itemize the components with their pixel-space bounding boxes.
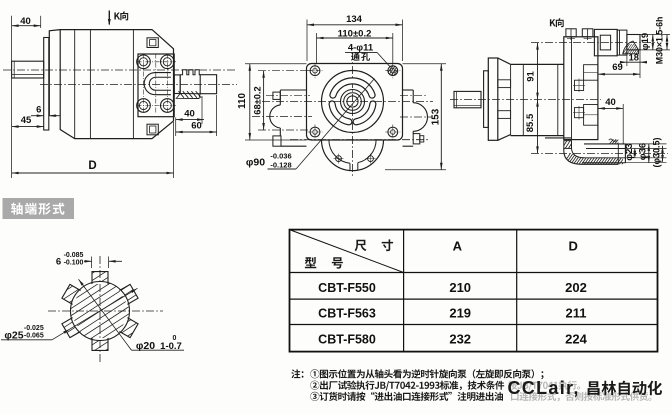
svg-text:6: 6 bbox=[56, 257, 61, 268]
svg-text:A: A bbox=[453, 239, 463, 254]
svg-text:68±0.2: 68±0.2 bbox=[252, 86, 262, 114]
svg-text:6: 6 bbox=[36, 105, 41, 116]
svg-text:CCLair,: CCLair, bbox=[508, 378, 580, 398]
svg-text:-0.128: -0.128 bbox=[270, 161, 291, 170]
svg-text:69: 69 bbox=[612, 62, 623, 73]
svg-text:91: 91 bbox=[526, 71, 537, 82]
svg-text:-0.085: -0.085 bbox=[64, 252, 84, 259]
svg-text:φ90: φ90 bbox=[246, 157, 265, 169]
svg-text:18: 18 bbox=[629, 52, 639, 62]
svg-text:210: 210 bbox=[449, 280, 471, 295]
svg-text:0: 0 bbox=[173, 335, 177, 342]
svg-text:40: 40 bbox=[20, 16, 31, 27]
svg-text:φ36: φ36 bbox=[638, 143, 649, 160]
svg-text:110±0.2: 110±0.2 bbox=[338, 28, 372, 39]
svg-text:153: 153 bbox=[431, 108, 442, 125]
svg-text:110: 110 bbox=[237, 93, 248, 109]
svg-text:M30×1.5-6h: M30×1.5-6h bbox=[655, 17, 665, 65]
svg-text:202: 202 bbox=[565, 280, 587, 295]
svg-text:CBT-F563: CBT-F563 bbox=[318, 306, 376, 320]
svg-text:40: 40 bbox=[605, 97, 616, 108]
svg-text:CBT-F550: CBT-F550 bbox=[318, 281, 376, 295]
svg-text:-0.065: -0.065 bbox=[24, 333, 44, 340]
svg-text:D: D bbox=[88, 160, 96, 172]
svg-text:φ23: φ23 bbox=[624, 143, 635, 160]
svg-text:40: 40 bbox=[184, 109, 195, 120]
svg-text:224: 224 bbox=[565, 332, 587, 347]
svg-text:-0.100: -0.100 bbox=[64, 260, 84, 267]
svg-text:134: 134 bbox=[346, 14, 363, 25]
svg-text:D: D bbox=[569, 239, 578, 254]
svg-text:60: 60 bbox=[191, 120, 202, 131]
svg-text:-0.025: -0.025 bbox=[24, 325, 44, 332]
svg-text:CBT-F580: CBT-F580 bbox=[318, 333, 376, 347]
svg-text:(φ30.5): (φ30.5) bbox=[652, 138, 662, 168]
svg-text:-0.036: -0.036 bbox=[270, 152, 291, 161]
svg-text:85.5: 85.5 bbox=[525, 113, 536, 132]
svg-text:219: 219 bbox=[449, 305, 471, 320]
svg-text:φ19: φ19 bbox=[640, 33, 651, 50]
svg-text:211: 211 bbox=[566, 305, 587, 320]
svg-text:232: 232 bbox=[449, 332, 471, 347]
svg-text:45: 45 bbox=[21, 115, 32, 126]
svg-text:4-φ11: 4-φ11 bbox=[348, 43, 374, 54]
